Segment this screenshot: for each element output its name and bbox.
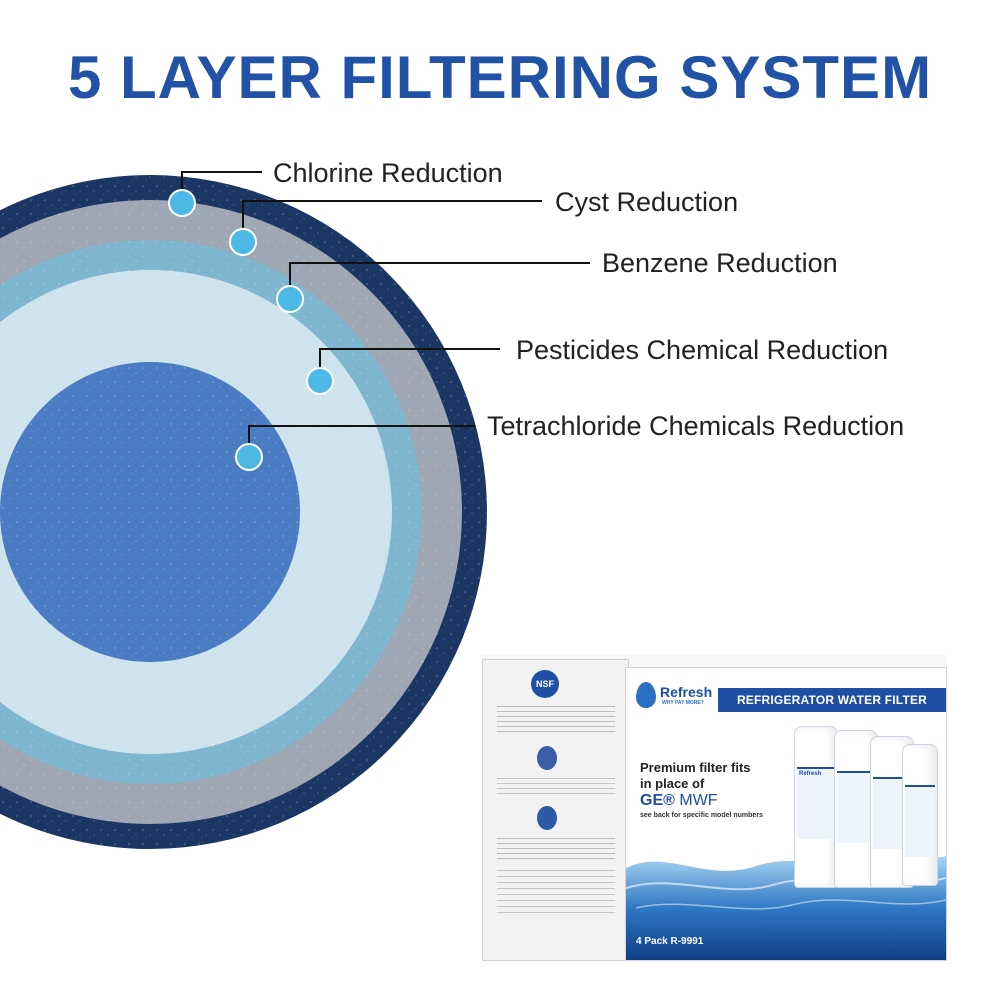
side-spec-table	[497, 870, 615, 914]
box-front-panel: Refresh WHY PAY MORE? REFRIGERATOR WATER…	[625, 667, 947, 961]
cartridge-label: Refresh	[797, 767, 835, 839]
page-title: 5 LAYER FILTERING SYSTEM	[67, 44, 933, 111]
premium-line-1: Premium filter fits	[640, 760, 751, 775]
cartridge-brand: Refresh	[799, 771, 822, 777]
product-banner: REFRIGERATOR WATER FILTER	[718, 688, 946, 712]
leader-line-cyst	[242, 200, 542, 241]
marker-benzene	[276, 285, 304, 313]
box-side-panel: NSF	[482, 659, 629, 961]
layer-label-tetrachloride: Tetrachloride Chemicals Reduction	[487, 411, 905, 441]
product-box: NSF Refresh WHY PAY MORE? REFRIGERATOR W…	[470, 655, 970, 975]
cartridge-label	[837, 771, 875, 843]
water-drop-logo-icon	[636, 682, 656, 708]
cartridge-label	[905, 785, 935, 857]
side-fineprint-2	[497, 778, 615, 798]
marker-chlorine	[168, 189, 196, 217]
side-fineprint-3	[497, 838, 615, 862]
see-back-note: see back for specific model numbers	[640, 812, 763, 819]
model-name: MWF	[679, 792, 718, 809]
layer-label-benzene: Benzene Reduction	[602, 248, 838, 278]
layer-markers	[168, 189, 334, 471]
brand-name: Refresh	[660, 684, 713, 700]
marker-pesticides	[306, 367, 334, 395]
marker-tetrachloride	[235, 443, 263, 471]
layer-label-cyst: Cyst Reduction	[555, 187, 739, 217]
iso-seal-icon	[537, 806, 557, 830]
premium-line-2: in place of	[640, 776, 705, 791]
filter-cartridge	[902, 744, 938, 886]
layer-label-pesticides: Pesticides Chemical Reduction	[516, 335, 889, 365]
nsf-badge-icon: NSF	[531, 670, 559, 698]
brand-tagline: WHY PAY MORE?	[662, 700, 704, 706]
premium-text: Premium filter fits in place of	[640, 760, 751, 792]
model-compat: GE® MWF	[640, 792, 718, 810]
certification-seal-icon	[537, 746, 557, 770]
pack-label: 4 Pack R-9991	[636, 936, 704, 947]
layer-label-chlorine: Chlorine Reduction	[273, 158, 503, 188]
side-fineprint	[497, 706, 615, 736]
filter-cartridge: Refresh	[794, 726, 838, 888]
marker-cyst	[229, 228, 257, 256]
model-brand: GE®	[640, 792, 675, 809]
